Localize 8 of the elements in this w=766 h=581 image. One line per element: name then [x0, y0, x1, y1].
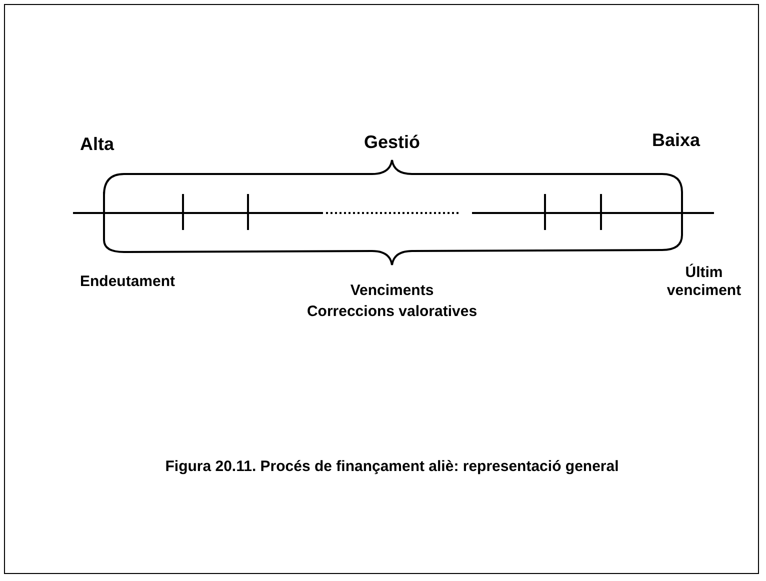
phase-label: Gestió [364, 132, 420, 154]
event-label: Correccions valoratives [306, 303, 478, 321]
event-label: Venciments [350, 282, 434, 300]
event-label: Endeutament [80, 273, 176, 291]
phase-label: Alta [80, 134, 114, 156]
phase-label: Baixa [652, 130, 700, 152]
figure-caption: Figura 20.11. Procés de finançament aliè: representació general [165, 458, 619, 476]
event-label: Últim venciment [666, 264, 742, 300]
